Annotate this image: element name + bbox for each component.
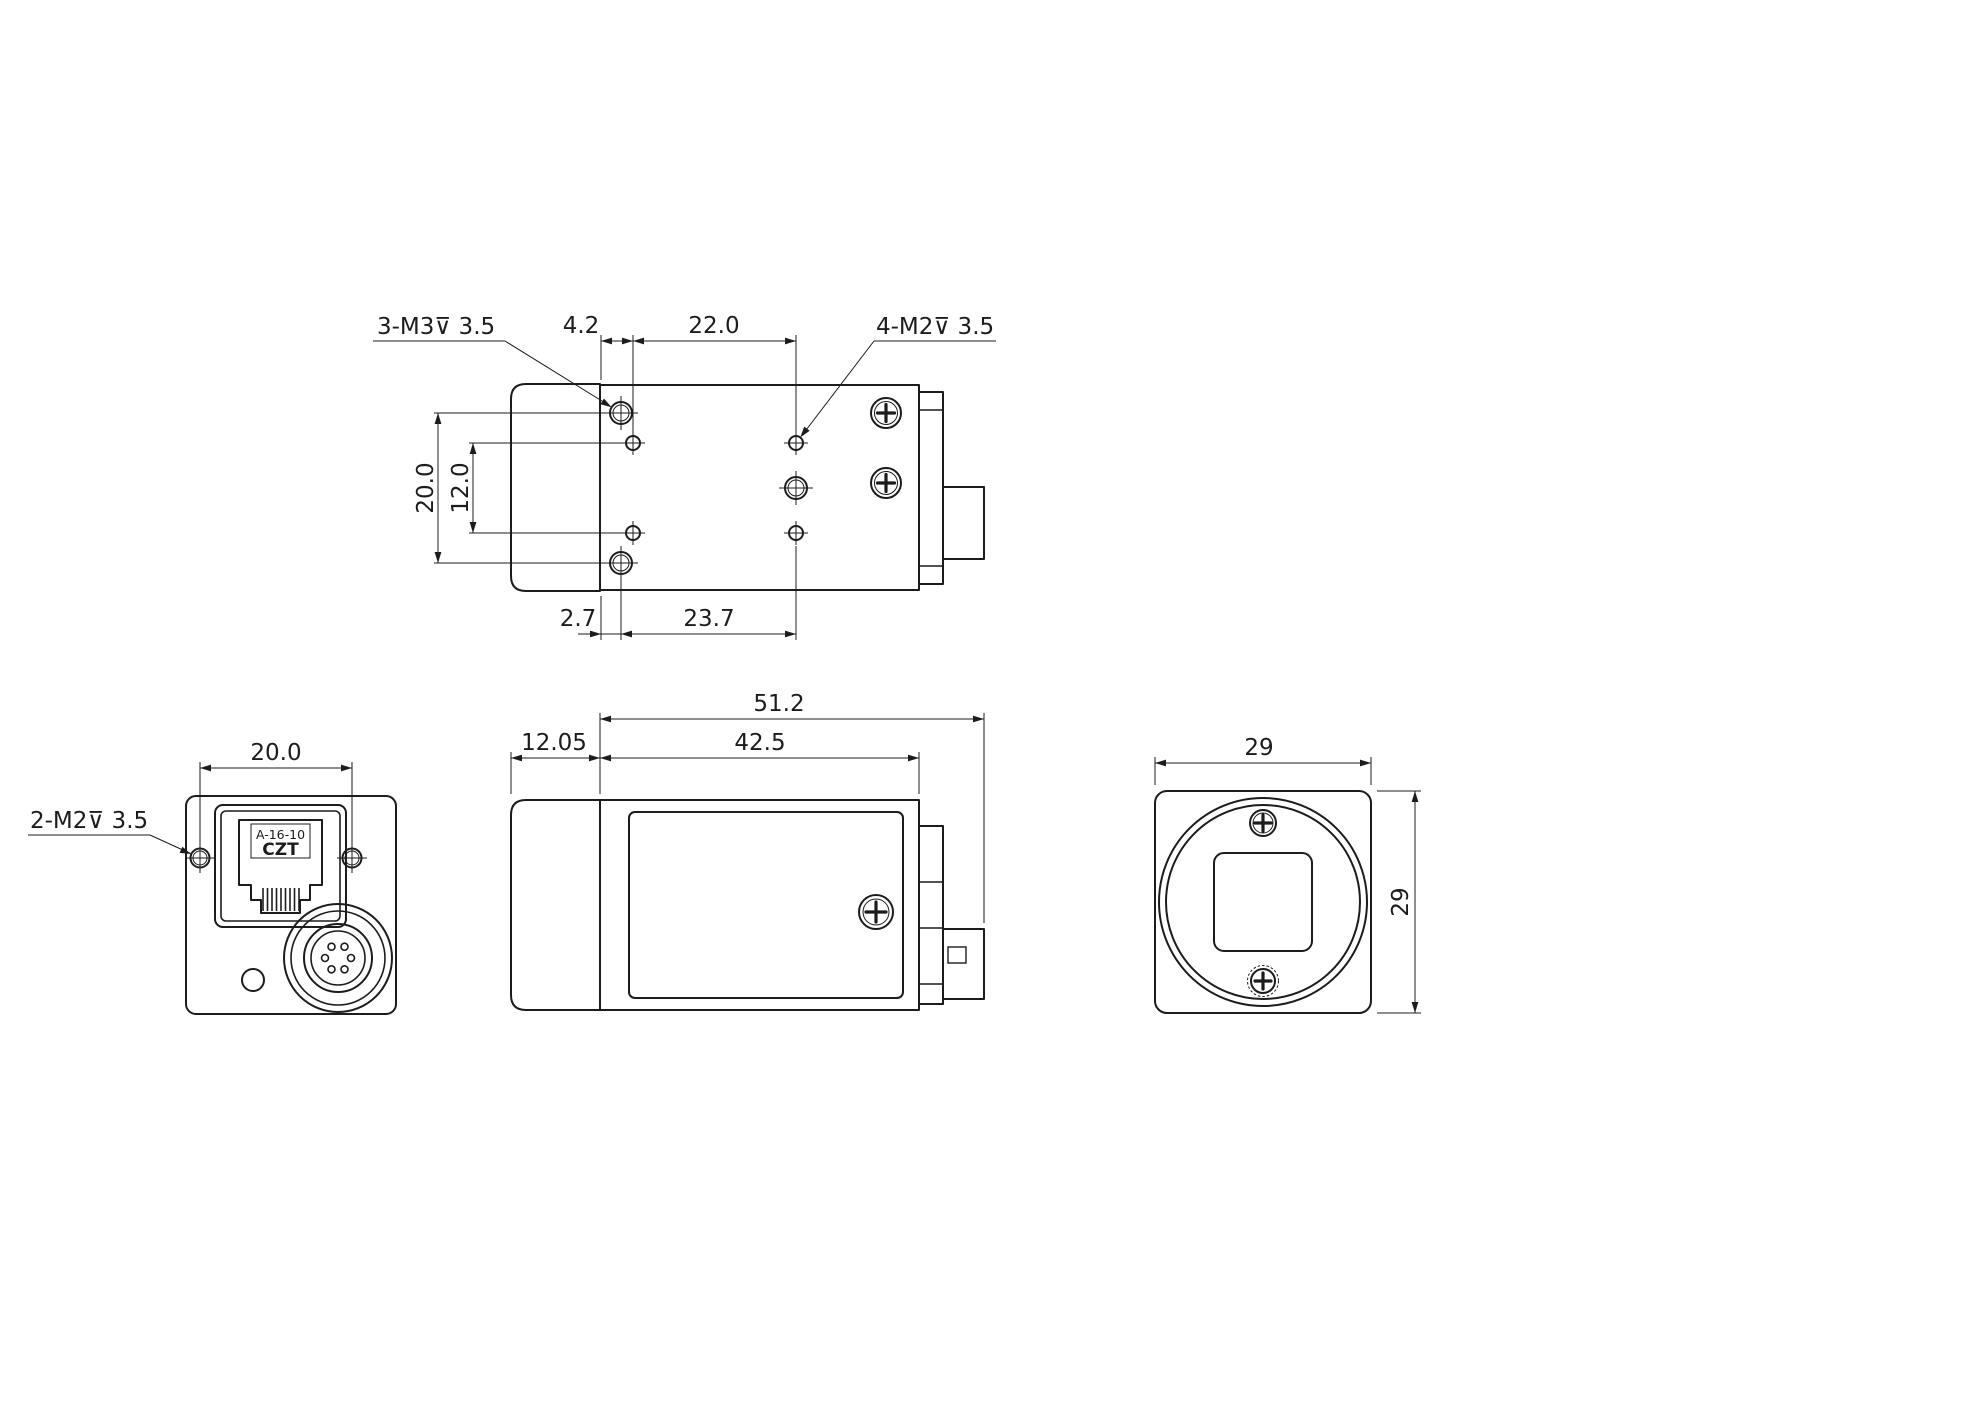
rj45-jack-opening <box>238 819 323 914</box>
lens-barrel-top <box>510 383 601 592</box>
circular-connector <box>283 903 393 1013</box>
dimension-bottom-horizontal: 2.7 23.7 <box>560 546 797 640</box>
phillips-screw <box>870 397 902 429</box>
side-view: 51.2 12.05 42.5 <box>510 691 985 1011</box>
lens-barrel-side <box>510 799 601 1011</box>
dim-4-2: 4.2 <box>563 313 600 339</box>
phillips-screw <box>858 894 894 930</box>
callout-m2-label: 4-M2⊽ 3.5 <box>876 314 994 340</box>
m3-hole <box>604 396 638 430</box>
phillips-screw <box>1249 809 1277 837</box>
rear-panel-top <box>918 391 944 585</box>
dimension-29-height: 29 <box>1377 790 1421 1014</box>
m2-hole <box>784 431 808 455</box>
led-hole <box>241 968 265 992</box>
camera-body-rear <box>185 795 397 1015</box>
dim-29-width: 29 <box>1244 735 1273 761</box>
dimension-top-horizontal: 4.2 22.0 <box>563 313 797 431</box>
dim-29-height: 29 <box>1388 887 1414 916</box>
m2-hole <box>621 431 645 455</box>
camera-body-side <box>599 799 920 1011</box>
top-view: 4.2 22.0 20.0 12.0 <box>373 313 996 640</box>
callout-m3: 3-M3⊽ 3.5 <box>373 314 612 408</box>
io-connector-notch <box>947 946 967 964</box>
m2-hole <box>621 521 645 545</box>
phillips-screw-knurled <box>1247 965 1279 997</box>
m2-hole <box>185 843 215 873</box>
dimension-12-05: 12.05 42.5 <box>510 730 920 794</box>
dimension-51-2: 51.2 <box>599 691 985 923</box>
sensor-window <box>1213 852 1313 952</box>
dimension-20-0: 20.0 <box>413 412 607 564</box>
lens-mount-inner <box>1165 804 1361 1000</box>
dimension-12-0: 12.0 <box>448 442 623 534</box>
callout-2-m2: 2-M2⊽ 3.5 <box>28 808 191 854</box>
dim-23-7: 23.7 <box>683 606 734 632</box>
dim-2-7: 2.7 <box>560 606 597 632</box>
m2-hole <box>337 843 367 873</box>
m3-hole <box>779 471 813 505</box>
rj45-contacts <box>262 888 300 911</box>
dim-22-0: 22.0 <box>688 313 739 339</box>
dim-51-2: 51.2 <box>753 691 804 717</box>
camera-body-front <box>1154 790 1372 1014</box>
callout-2-m2-label: 2-M2⊽ 3.5 <box>30 808 148 834</box>
rj45-label-line2: CZT <box>262 840 299 860</box>
dim-20-0-rear: 20.0 <box>250 740 301 766</box>
dim-12-05: 12.05 <box>521 730 587 756</box>
io-connector-side <box>942 928 985 1000</box>
lens-mount-outer <box>1158 797 1368 1007</box>
dim-42-5: 42.5 <box>734 730 785 756</box>
m3-hole <box>604 546 638 580</box>
rj45-label-line1: A-16-10 <box>256 827 305 842</box>
phillips-screw <box>870 467 902 499</box>
side-panel-inset <box>628 811 904 999</box>
rj45-label-box <box>250 823 311 859</box>
dim-12-0: 12.0 <box>448 462 474 513</box>
rear-view: A-16-10 CZT <box>28 740 397 1015</box>
callout-m2: 4-M2⊽ 3.5 <box>800 314 996 438</box>
dimension-29-width: 29 <box>1154 735 1372 785</box>
callout-m3-label: 3-M3⊽ 3.5 <box>377 314 495 340</box>
io-connector-top <box>942 486 985 560</box>
rj45-connector: A-16-10 CZT <box>214 804 347 928</box>
front-view: 29 29 <box>1154 735 1421 1014</box>
m2-hole <box>784 521 808 545</box>
rear-panel-side <box>918 825 944 1005</box>
dim-20-0: 20.0 <box>413 462 439 513</box>
dimension-20-0-rear: 20.0 <box>199 740 353 845</box>
